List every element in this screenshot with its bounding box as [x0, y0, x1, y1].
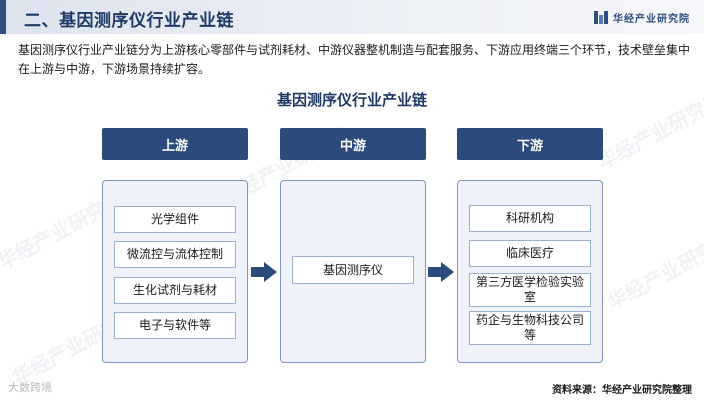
upstream-node: 微流控与流体控制 — [114, 241, 236, 268]
brand: 华经产业研究院 — [594, 10, 690, 25]
watermark: 华经产业研究院 — [603, 227, 704, 315]
downstream-node: 药企与生物科技公司等 — [469, 311, 591, 345]
section-title: 二、基因测序仪行业产业链 — [24, 11, 234, 31]
intro-paragraph: 基因测序仪行业产业链分为上游核心零部件与试剂耗材、中游仪器整机制造与配套服务、下… — [18, 43, 691, 76]
downstream-node: 第三方医学检验实验室 — [469, 273, 591, 307]
brand-logo-icon — [594, 11, 608, 24]
flow-arrow-icon — [251, 262, 277, 282]
source-note: 资料来源：华经产业研究院整理 — [552, 385, 692, 396]
midstream-node: 基因测序仪 — [292, 256, 414, 284]
brand-name: 华经产业研究院 — [613, 14, 690, 25]
downstream-node: 科研机构 — [469, 205, 591, 232]
upstream-node: 电子与软件等 — [114, 312, 236, 339]
stage-header-upstream: 上游 — [102, 128, 248, 160]
flow-arrow-icon — [428, 262, 454, 282]
stage-header-midstream: 中游 — [280, 128, 426, 160]
corner-watermark: 大数跨境 — [8, 381, 52, 394]
upstream-node: 光学组件 — [114, 206, 236, 233]
header-accent — [0, 0, 6, 34]
upstream-node: 生化试剂与耗材 — [114, 277, 236, 304]
downstream-node: 临床医疗 — [469, 240, 591, 267]
diagram-title: 基因测序仪行业产业链 — [276, 91, 427, 109]
header-bar — [0, 0, 704, 34]
stage-header-downstream: 下游 — [457, 128, 603, 160]
